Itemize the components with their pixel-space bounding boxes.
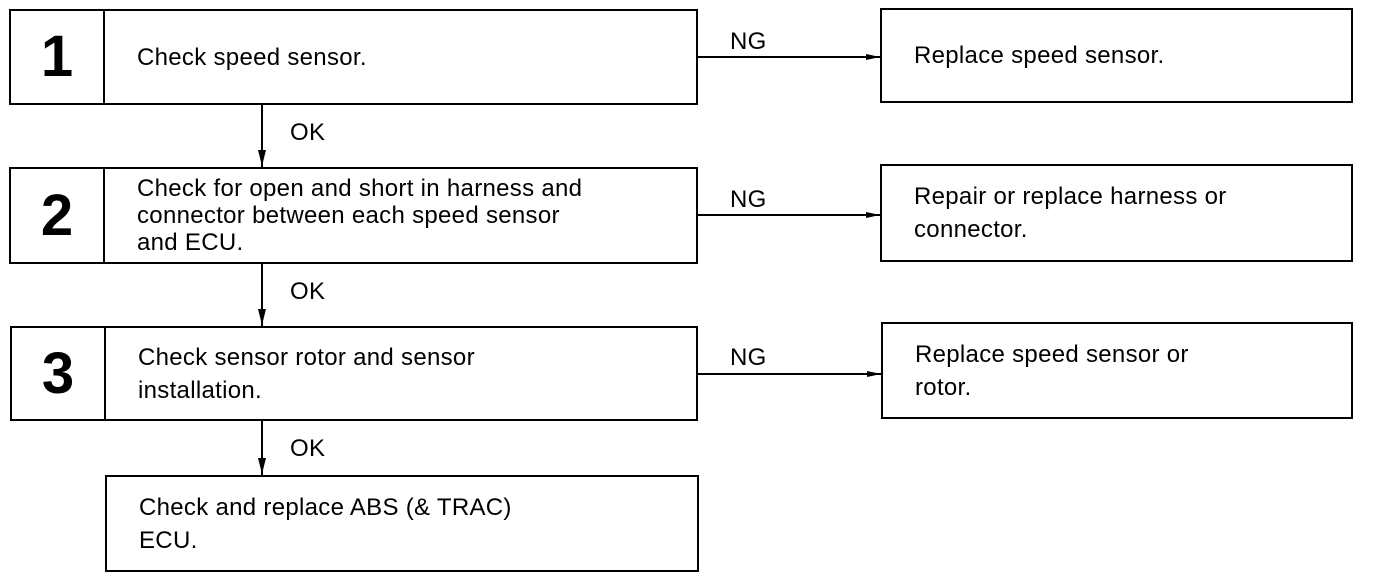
step-text-2: Check for open and short in harness and … — [137, 175, 583, 256]
ng-action-box-2: Repair or replace harness or connector. — [880, 164, 1353, 262]
step-number-2: 2 — [11, 169, 105, 262]
step-number-3: 3 — [12, 328, 106, 419]
ok-arrowhead-3 — [258, 458, 266, 474]
ok-arrowhead-2 — [258, 309, 266, 325]
ok-arrowhead-1 — [258, 150, 266, 166]
ok-label-2: OK — [290, 278, 326, 305]
step-text-3: Check sensor rotor and sensor installati… — [138, 343, 475, 404]
step-box-2: 2 Check for open and short in harness an… — [9, 167, 698, 264]
step-number-1: 1 — [11, 11, 105, 103]
final-action-box: Check and replace ABS (& TRAC) ECU. — [105, 475, 699, 572]
step-box-3: 3 Check sensor rotor and sensor installa… — [10, 326, 698, 421]
ng-action-text-1: Replace speed sensor. — [914, 42, 1165, 69]
ng-action-text-2: Repair or replace harness or connector. — [914, 183, 1227, 243]
ng-action-box-3: Replace speed sensor or rotor. — [881, 322, 1353, 419]
ng-label-1: NG — [730, 28, 767, 55]
ng-action-text-3: Replace speed sensor or rotor. — [915, 340, 1189, 401]
step-text-1: Check speed sensor. — [137, 43, 367, 71]
step-box-1: 1 Check speed sensor. — [9, 9, 698, 105]
ok-label-1: OK — [290, 119, 326, 146]
ng-label-3: NG — [730, 344, 767, 371]
ok-label-3: OK — [290, 435, 326, 462]
final-action-text: Check and replace ABS (& TRAC) ECU. — [139, 493, 512, 554]
ng-action-box-1: Replace speed sensor. — [880, 8, 1353, 103]
ng-label-2: NG — [730, 186, 767, 213]
